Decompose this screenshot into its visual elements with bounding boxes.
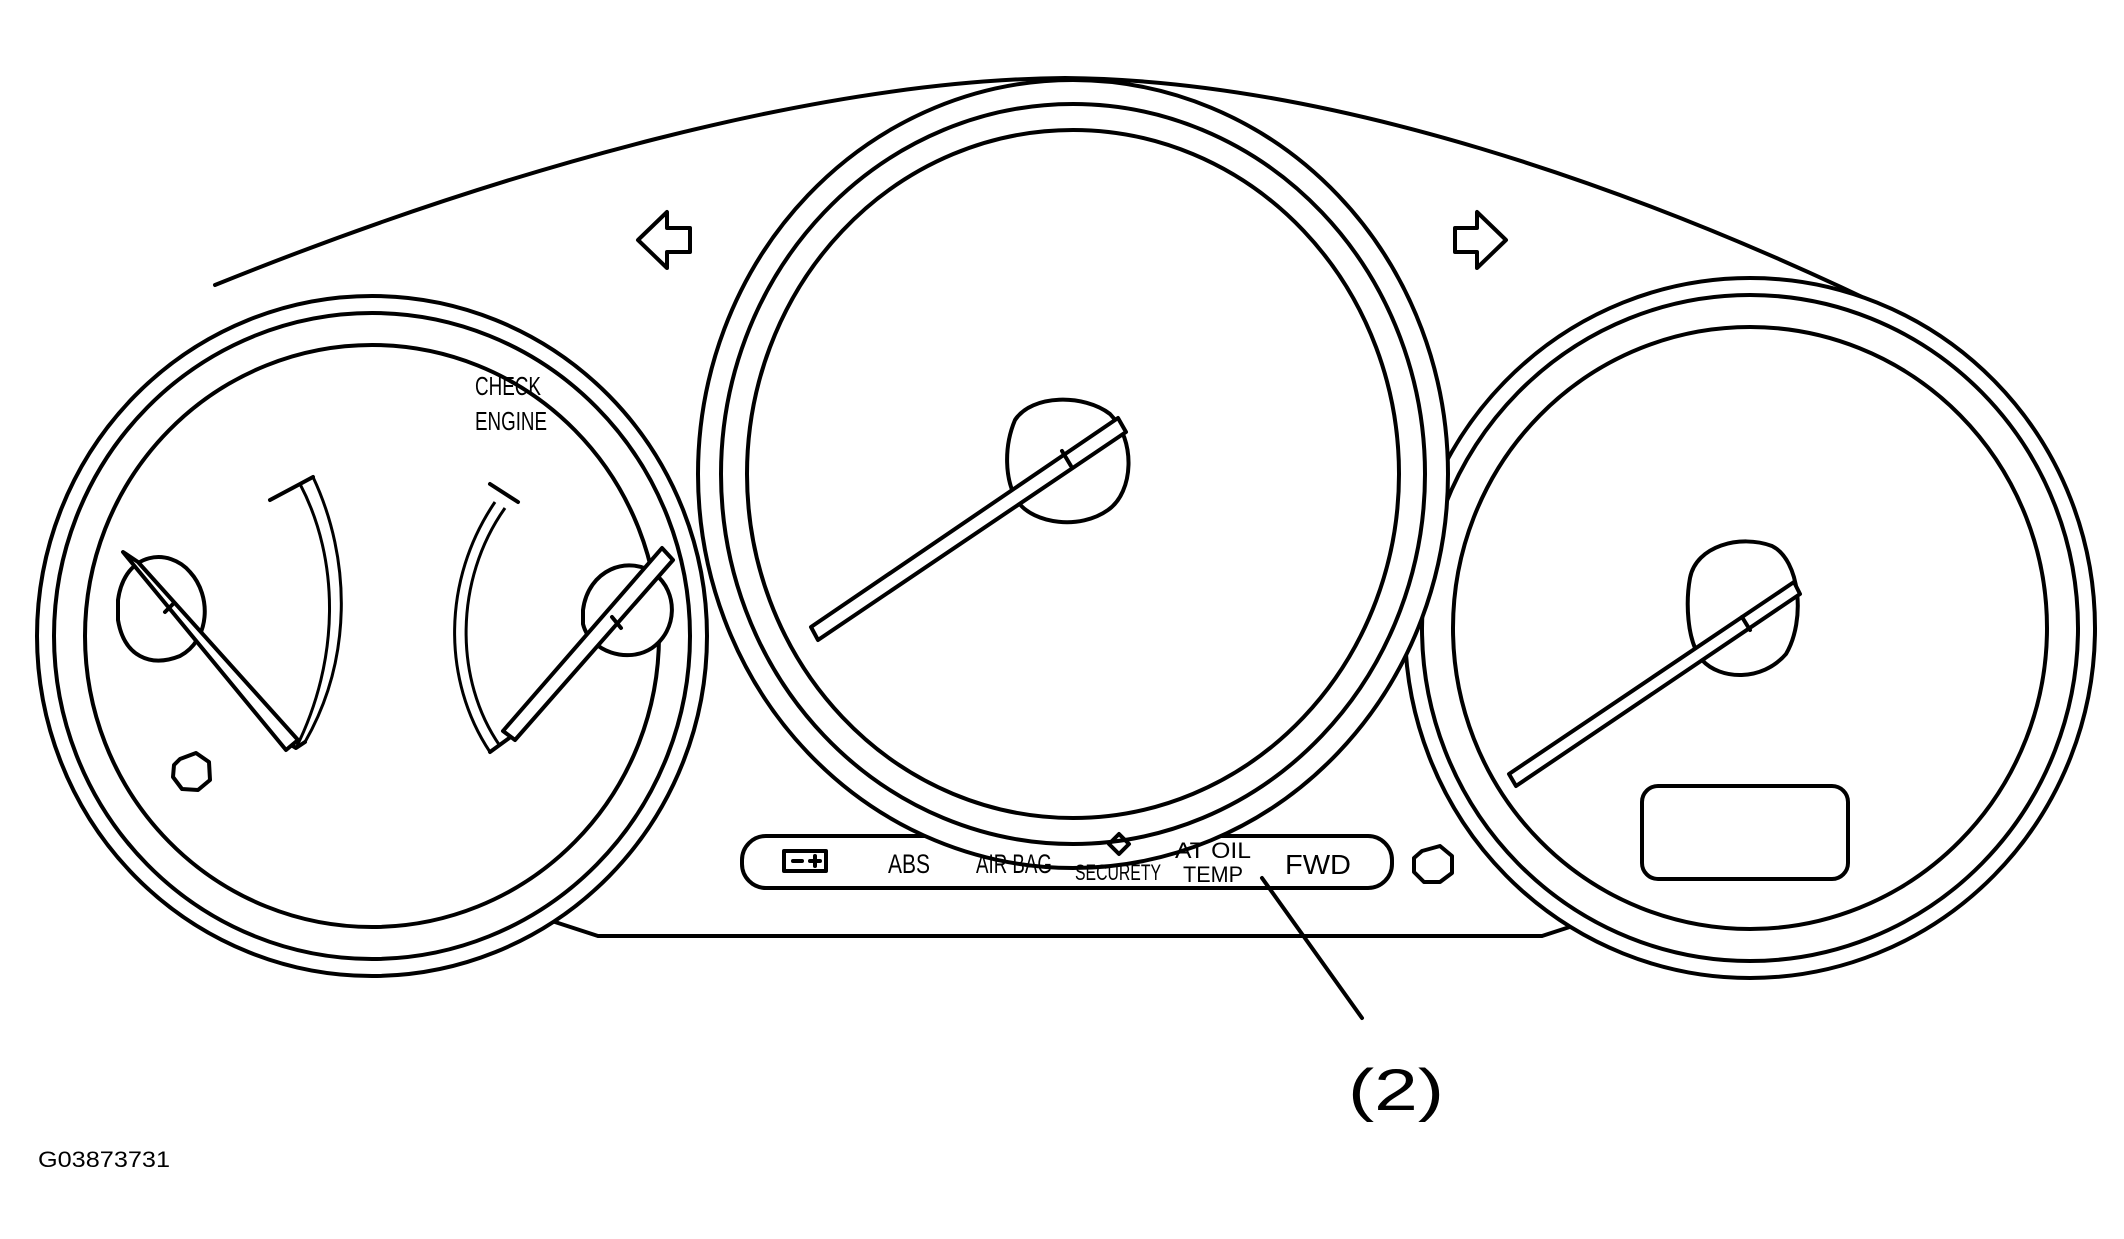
left-gauge bbox=[35, 294, 709, 978]
left-gauge-indicator-bulb bbox=[171, 751, 212, 792]
left-turn-arrow-icon bbox=[636, 210, 692, 270]
callout-leader-line bbox=[1260, 876, 1364, 1020]
right-turn-arrow-icon bbox=[1453, 210, 1508, 270]
abs-warning-label: ABS bbox=[888, 849, 930, 879]
cluster-housing-outline bbox=[213, 76, 1932, 332]
air-bag-warning-label: AIR BAG bbox=[976, 849, 1052, 879]
left-gauge-scale-arc-3 bbox=[464, 507, 507, 747]
center-gauge-needle bbox=[809, 416, 1128, 642]
left-gauge-scale-arc-1 bbox=[294, 483, 331, 749]
left-gauge-scale-arc-3-tick bbox=[488, 482, 520, 504]
callout-label: (2) bbox=[1348, 1058, 1444, 1123]
at-oil-warning-label: AT OIL bbox=[1175, 838, 1251, 863]
left-gauge-scale-arc-4 bbox=[453, 501, 497, 753]
check-engine-label-line2: ENGINE bbox=[475, 406, 547, 436]
left-gauge-hub-1 bbox=[116, 555, 207, 663]
security-diamond-icon bbox=[1107, 832, 1131, 856]
check-engine-label-line1: CHECK bbox=[475, 371, 541, 401]
left-gauge-needle-1 bbox=[121, 550, 300, 752]
left-gauge-scale-arc-2 bbox=[303, 476, 343, 743]
figure-id: G03873731 bbox=[38, 1147, 170, 1172]
right-gauge-needle bbox=[1507, 580, 1802, 788]
left-gauge-scale-arc-1-tick bbox=[268, 475, 315, 502]
battery-icon bbox=[782, 849, 828, 873]
cluster-housing-bottom bbox=[553, 920, 1587, 938]
security-warning-label: SECURETY bbox=[1075, 860, 1161, 885]
right-gauge-display-window bbox=[1640, 784, 1850, 881]
left-gauge-scale-arc-4-tick bbox=[488, 734, 514, 754]
left-gauge-needle-2 bbox=[501, 546, 675, 742]
center-indicator-bulb bbox=[1412, 844, 1454, 884]
temp-warning-label: TEMP bbox=[1183, 862, 1243, 887]
fwd-warning-label: FWD bbox=[1285, 849, 1351, 880]
